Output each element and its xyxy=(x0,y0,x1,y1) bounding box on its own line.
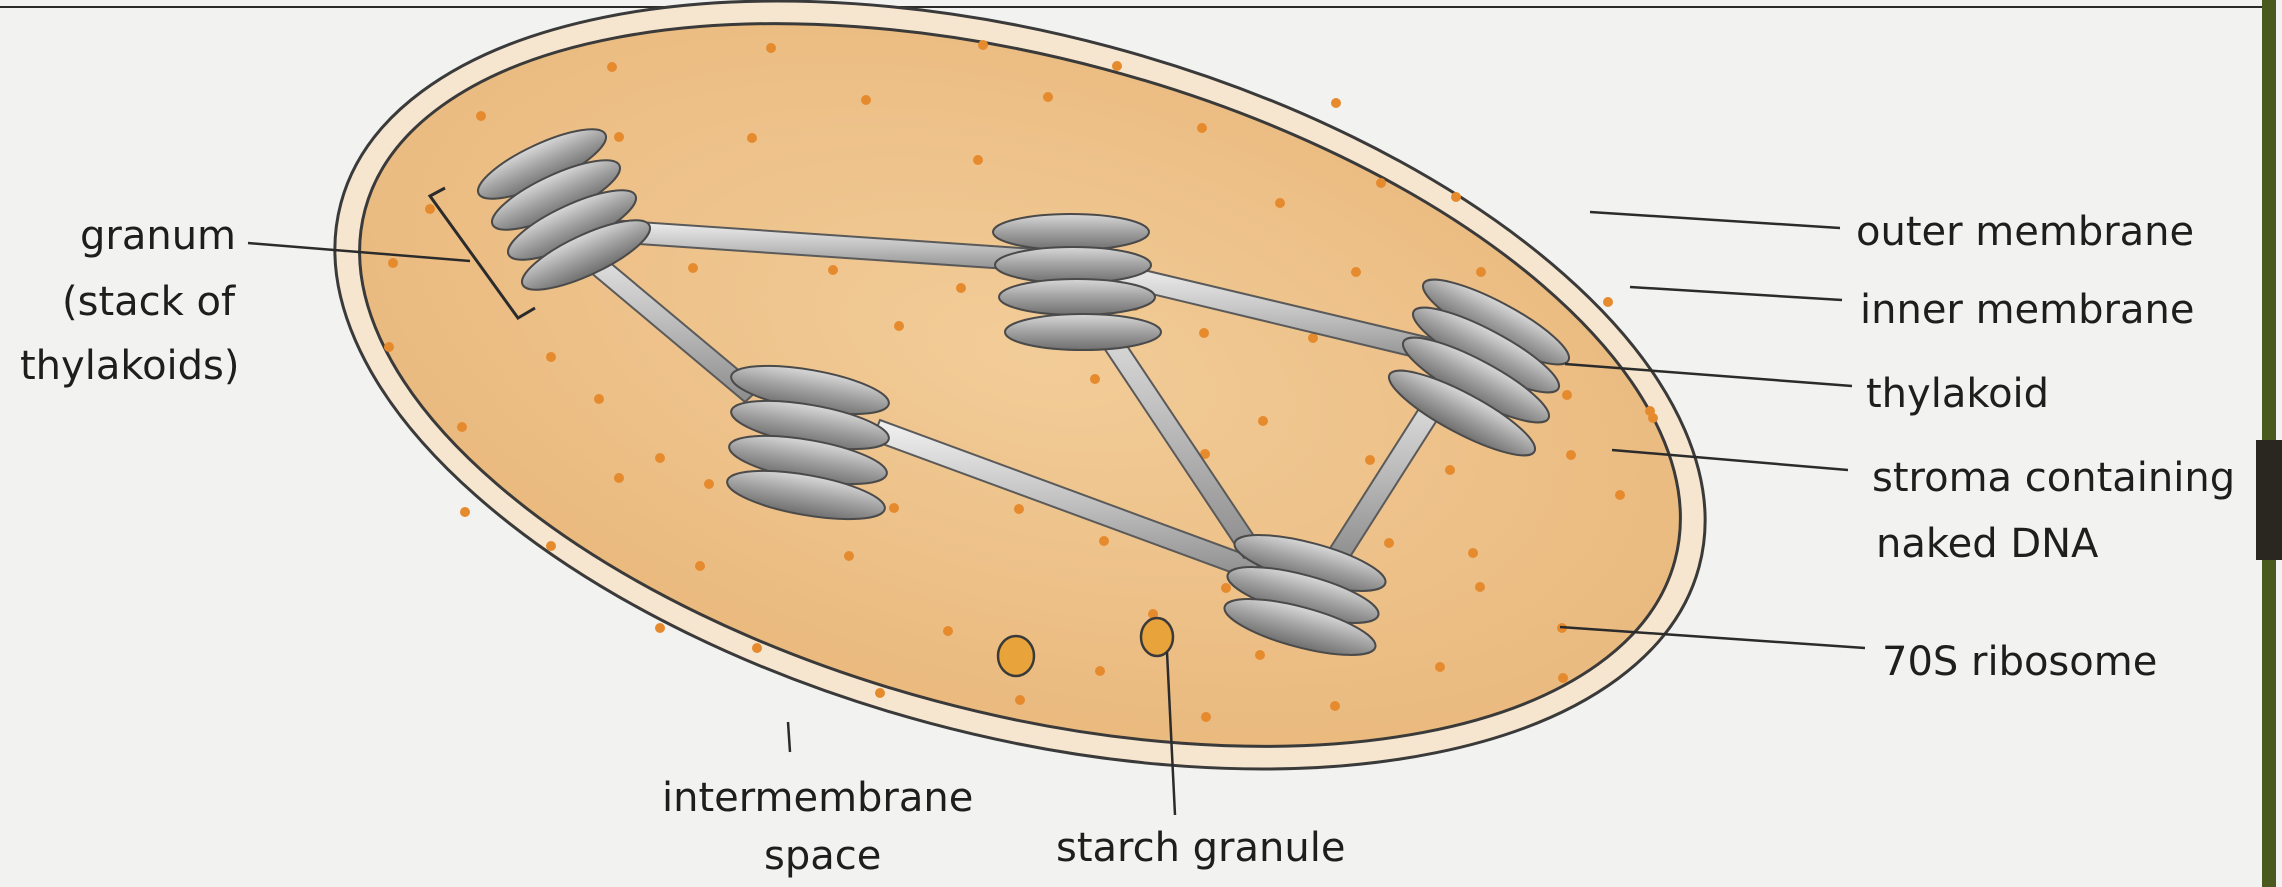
granum-sub-label-2: thylakoids) xyxy=(20,346,240,386)
granum-sub-label-1: (stack of xyxy=(62,282,235,322)
inner-membrane-label: inner membrane xyxy=(1860,290,2194,330)
stroma-label-line-2: naked DNA xyxy=(1876,524,2098,564)
page-edge-tab xyxy=(2256,440,2282,560)
intermembrane-label-line-1: intermembrane xyxy=(662,778,973,818)
granum-label: granum xyxy=(80,216,236,256)
stroma-label-line-1: stroma containing xyxy=(1872,458,2235,498)
outer-membrane-label: outer membrane xyxy=(1856,212,2194,252)
thylakoid-label: thylakoid xyxy=(1866,374,2049,414)
ribosome-label: 70S ribosome xyxy=(1882,642,2157,682)
intermembrane-label-line-2: space xyxy=(764,836,881,876)
starch-granule-label: starch granule xyxy=(1056,828,1345,868)
